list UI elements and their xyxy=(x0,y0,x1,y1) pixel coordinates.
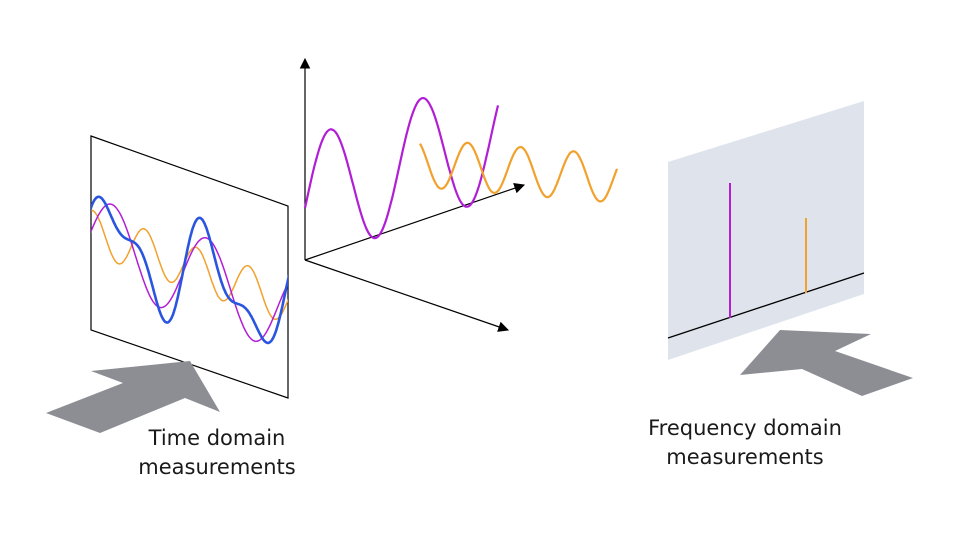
time-axis xyxy=(304,183,526,261)
frequency-view-arrow xyxy=(740,330,913,396)
time-domain-caption: Time domain measurements xyxy=(122,424,312,482)
time-purple-wave xyxy=(91,203,288,343)
freq-caption-line1: Frequency domain xyxy=(648,416,842,440)
freq-panel-background xyxy=(668,101,864,360)
freq-caption-line2: measurements xyxy=(666,445,824,469)
axes-3d xyxy=(299,57,526,332)
time-domain-panel xyxy=(90,135,289,399)
time-caption-line1: Time domain xyxy=(148,426,286,450)
time-caption-line2: measurements xyxy=(138,455,296,479)
purple-sine-wave xyxy=(303,96,500,240)
time-sum-wave xyxy=(91,195,288,345)
frequency-baseline xyxy=(667,272,865,339)
frequency-domain-panel xyxy=(667,101,865,360)
frequency-domain-caption: Frequency domain measurements xyxy=(630,414,860,472)
orange-sine-wave xyxy=(419,141,619,203)
time-orange-wave xyxy=(91,209,288,321)
time-panel-frame xyxy=(90,135,289,399)
time-view-arrow xyxy=(46,361,220,433)
frequency-axis xyxy=(304,259,510,332)
